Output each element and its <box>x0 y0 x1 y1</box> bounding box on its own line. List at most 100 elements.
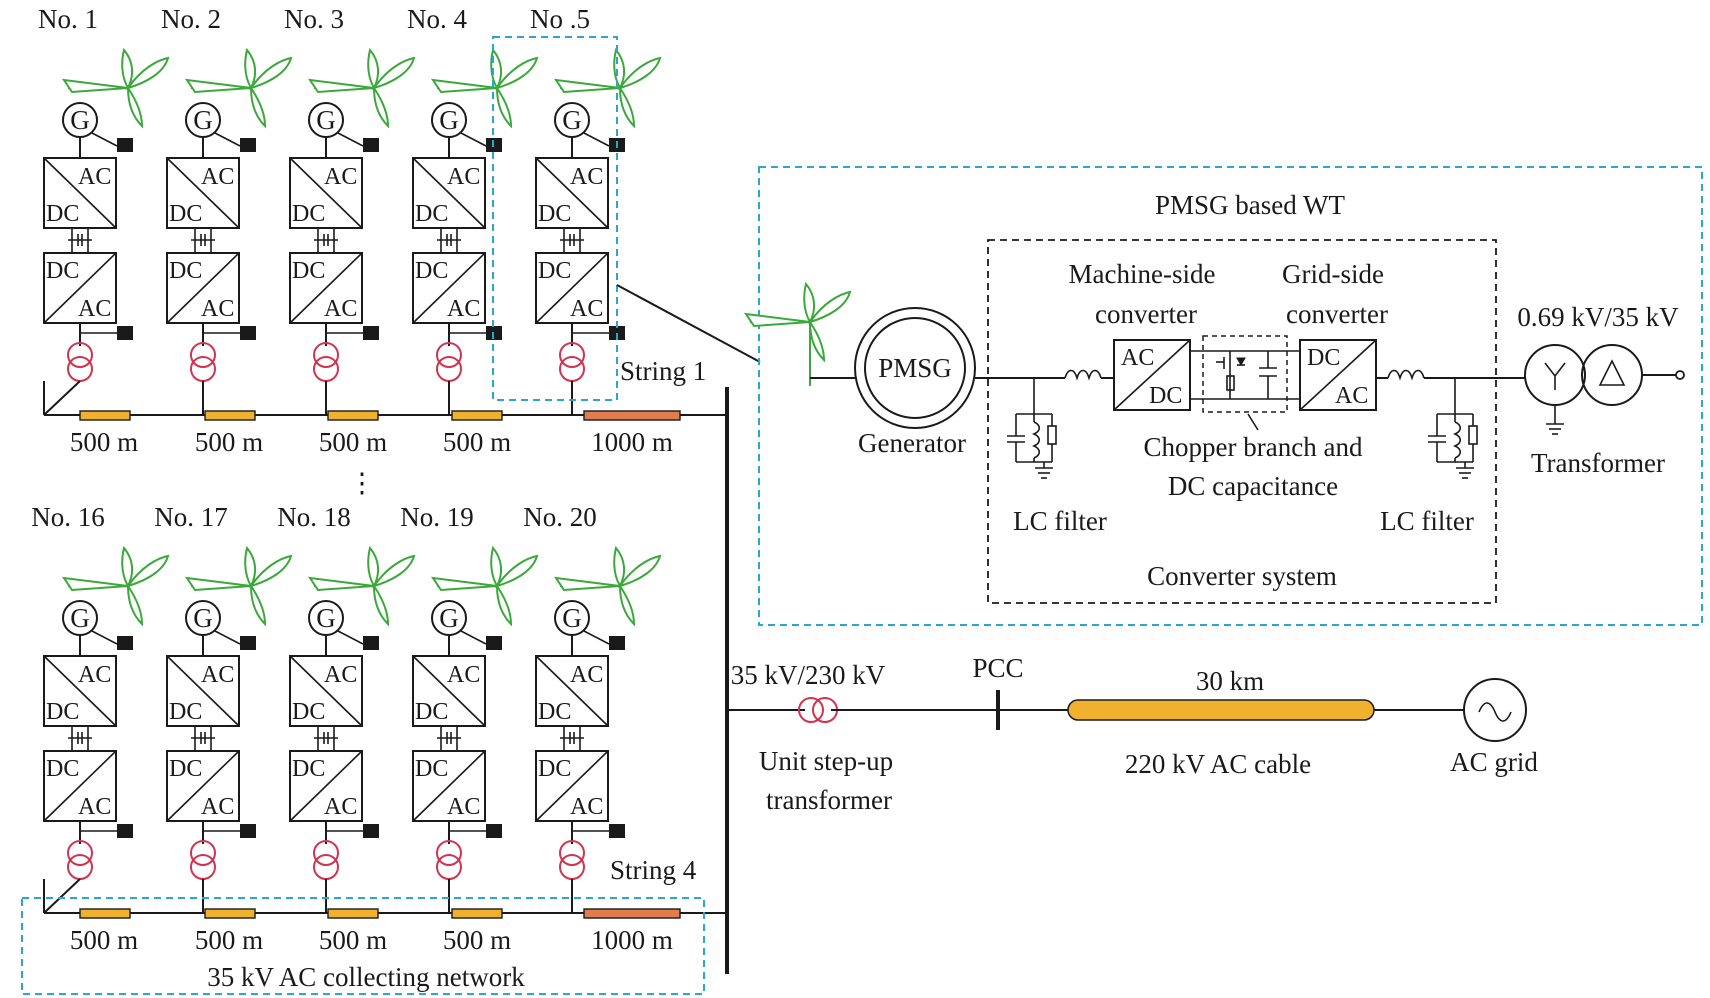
turbine-transformer-icon <box>67 342 93 382</box>
rectifier-ac-label: AC <box>78 164 111 190</box>
rectifier-ac-label: AC <box>324 662 357 688</box>
string-4-cable-length-label: 500 m <box>443 925 511 955</box>
turbine-number-label: No. 16 <box>31 502 105 532</box>
hv-cable <box>1067 699 1375 721</box>
turbine-transformer-icon <box>559 840 585 880</box>
msc-ac-label: AC <box>1121 345 1154 371</box>
converter-system-label: Converter system <box>1147 561 1337 591</box>
string-1-cable-segment-1 <box>79 410 131 421</box>
step-up-label-2: transformer <box>766 785 892 815</box>
inverter-ac-label: AC <box>447 296 480 322</box>
machine-side-label-1: Machine-side <box>1069 259 1216 289</box>
pitch-control-block <box>240 138 256 152</box>
step-up-rating-label: 35 kV/230 kV <box>731 660 886 690</box>
string-1-cable-length-label: 1000 m <box>591 427 673 457</box>
turbine-number-label: No. 17 <box>154 502 228 532</box>
turbine-number-label: No. 3 <box>284 4 344 34</box>
cable-label: 220 kV AC cable <box>1125 749 1311 779</box>
turbine-number-label: No. 18 <box>277 502 351 532</box>
step-up-label-1: Unit step-up <box>759 746 893 776</box>
converter-control-block <box>117 326 133 340</box>
converter-control-block <box>240 824 256 838</box>
rectifier-ac-label: AC <box>201 662 234 688</box>
string-4-cable-length-label: 500 m <box>195 925 263 955</box>
inverter-dc-label: DC <box>46 756 79 782</box>
rectifier-dc-label: DC <box>292 201 325 227</box>
string-1-cable-segment-4 <box>451 410 503 421</box>
string-1-cable-segment-3 <box>327 410 379 421</box>
rectifier-dc-label: DC <box>415 699 448 725</box>
string-4-turbine-4: No. 19 G AC DC DC AC <box>400 502 538 913</box>
turbine-number-label: No. 19 <box>400 502 474 532</box>
pmsg-outer-circle <box>854 307 976 429</box>
turbine-transformer-icon <box>559 342 585 382</box>
string-4-cable-segment-3 <box>327 908 379 919</box>
inverter-dc-label: DC <box>46 258 79 284</box>
ac-grid-source-icon <box>1463 678 1527 742</box>
transformer-label: Transformer <box>1531 448 1665 478</box>
pmsg-panel-title: PMSG based WT <box>1155 190 1346 220</box>
inverter-ac-label: AC <box>78 794 111 820</box>
inverter-dc-label: DC <box>538 258 571 284</box>
chopper-diode-icon <box>1236 357 1246 367</box>
pitch-control-block <box>363 636 379 650</box>
converter-control-block <box>609 824 625 838</box>
generator-symbol: G <box>316 105 336 135</box>
transformer-rating-label: 0.69 kV/35 kV <box>1517 302 1679 332</box>
rectifier-ac-label: AC <box>570 662 603 688</box>
cable-length-label: 30 km <box>1196 666 1264 696</box>
generator-symbol: G <box>70 105 90 135</box>
turbine-number-label: No .5 <box>530 4 590 34</box>
generator-symbol: G <box>439 603 459 633</box>
rectifier-dc-label: DC <box>46 201 79 227</box>
string-4-turbines: No. 16 G AC DC DC AC No. 17 G AC DC DC AC No. 18 G AC D… <box>31 502 727 955</box>
turbine-number-label: No. 4 <box>407 4 467 34</box>
turbine-transformer-icon <box>190 840 216 880</box>
string-4-cable-segment-5 <box>583 908 681 919</box>
rectifier-ac-label: AC <box>201 164 234 190</box>
pitch-control-block <box>363 138 379 152</box>
rectifier-dc-label: DC <box>46 699 79 725</box>
rectifier-dc-label: DC <box>169 201 202 227</box>
turbine-transformer-icon <box>313 342 339 382</box>
inverter-dc-label: DC <box>415 756 448 782</box>
zoom-connector-line <box>616 284 761 363</box>
rectifier-dc-label: DC <box>292 699 325 725</box>
ac-grid-label: AC grid <box>1450 747 1538 777</box>
turbine-number-label: No. 20 <box>523 502 597 532</box>
converter-control-block <box>486 824 502 838</box>
rectifier-ac-label: AC <box>324 164 357 190</box>
generator-symbol: G <box>70 603 90 633</box>
rectifier-dc-label: DC <box>415 201 448 227</box>
rectifier-ac-label: AC <box>447 662 480 688</box>
inverter-dc-label: DC <box>538 756 571 782</box>
inverter-dc-label: DC <box>169 258 202 284</box>
inverter-ac-label: AC <box>447 794 480 820</box>
rectifier-dc-label: DC <box>538 699 571 725</box>
gsc-dc-label: DC <box>1307 345 1340 371</box>
lc-filter-right-icon <box>1428 378 1477 478</box>
inverter-ac-label: AC <box>201 794 234 820</box>
pitch-control-block <box>117 636 133 650</box>
generator-symbol: G <box>316 603 336 633</box>
lc-filter-left-label: LC filter <box>1013 506 1107 536</box>
string-1-cable-segment-5 <box>583 410 681 421</box>
pmsg-inner-circle <box>864 317 966 419</box>
generator-symbol: G <box>562 603 582 633</box>
converter-control-block <box>240 326 256 340</box>
string-4-cable-length-label: 500 m <box>70 925 138 955</box>
inverter-dc-label: DC <box>169 756 202 782</box>
rectifier-dc-label: DC <box>538 201 571 227</box>
inverter-ac-label: AC <box>324 296 357 322</box>
generator-label: Generator <box>858 428 966 458</box>
string-4-label: String 4 <box>610 855 697 885</box>
chopper-label-1: Chopper branch and <box>1144 432 1363 462</box>
converter-control-block <box>363 326 379 340</box>
